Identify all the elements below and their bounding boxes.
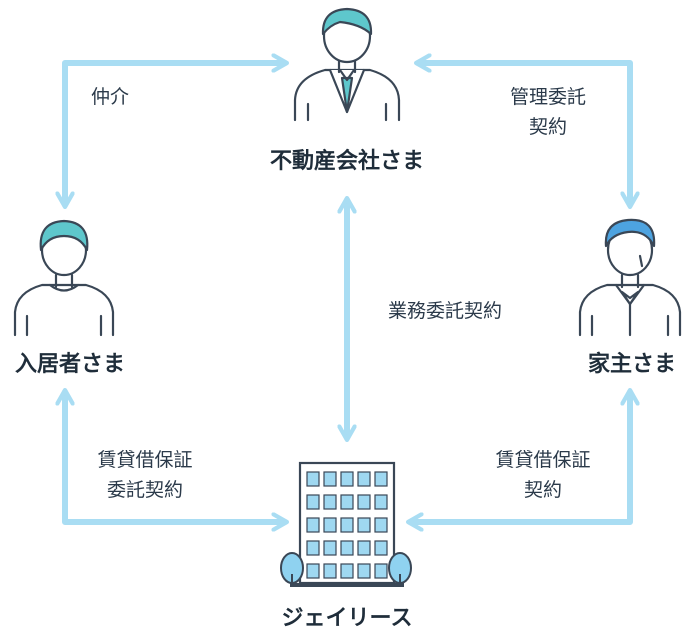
company-name: ジェイリース (281, 606, 413, 631)
landlord-guarantee-label-line2: 契約 (523, 479, 562, 501)
building-window (357, 517, 371, 533)
landlord-guarantee-arrow (410, 392, 630, 522)
building-window (306, 563, 320, 579)
tenant-name: 入居者さま (14, 352, 125, 377)
agency-name: 不動産会社さま (269, 149, 424, 174)
landlord-name: 家主さま (587, 352, 676, 377)
management-contract-arrow (418, 63, 630, 205)
tenant-person-icon (13, 219, 115, 337)
building-window (306, 494, 320, 510)
building-window (323, 471, 337, 487)
building-window (323, 540, 337, 556)
mediation-label: 仲介 (90, 86, 129, 108)
company-building-icon (280, 461, 412, 587)
building-window (357, 494, 371, 510)
building-window (340, 471, 354, 487)
mediation-arrow (65, 63, 285, 205)
tenant-guarantee-label-line1: 賃貸借保証 (97, 449, 193, 471)
building-window (340, 517, 354, 533)
building-window (374, 471, 388, 487)
building-window (357, 471, 371, 487)
building-window (323, 494, 337, 510)
agency-person-icon (293, 7, 401, 122)
building-window (306, 471, 320, 487)
building-window (323, 517, 337, 533)
building-window (323, 563, 337, 579)
building-window (374, 494, 388, 510)
tenant-guarantee-arrow (65, 392, 285, 522)
tenant-guarantee-label-line2: 委託契約 (106, 479, 183, 501)
business-contract-label: 業務委託契約 (387, 300, 502, 322)
building-window (340, 540, 354, 556)
landlord-person-icon (578, 218, 682, 337)
landlord-guarantee-label-line1: 賃貸借保証 (495, 449, 591, 471)
building-window (340, 494, 354, 510)
management-contract-label-line2: 契約 (528, 116, 567, 138)
building-window (374, 540, 388, 556)
management-contract-label-line1: 管理委託 (509, 86, 586, 108)
building-window (374, 563, 388, 579)
building-window (340, 563, 354, 579)
building-window (306, 540, 320, 556)
building-window (306, 517, 320, 533)
building-window (357, 563, 371, 579)
building-window (374, 517, 388, 533)
building-window (357, 540, 371, 556)
